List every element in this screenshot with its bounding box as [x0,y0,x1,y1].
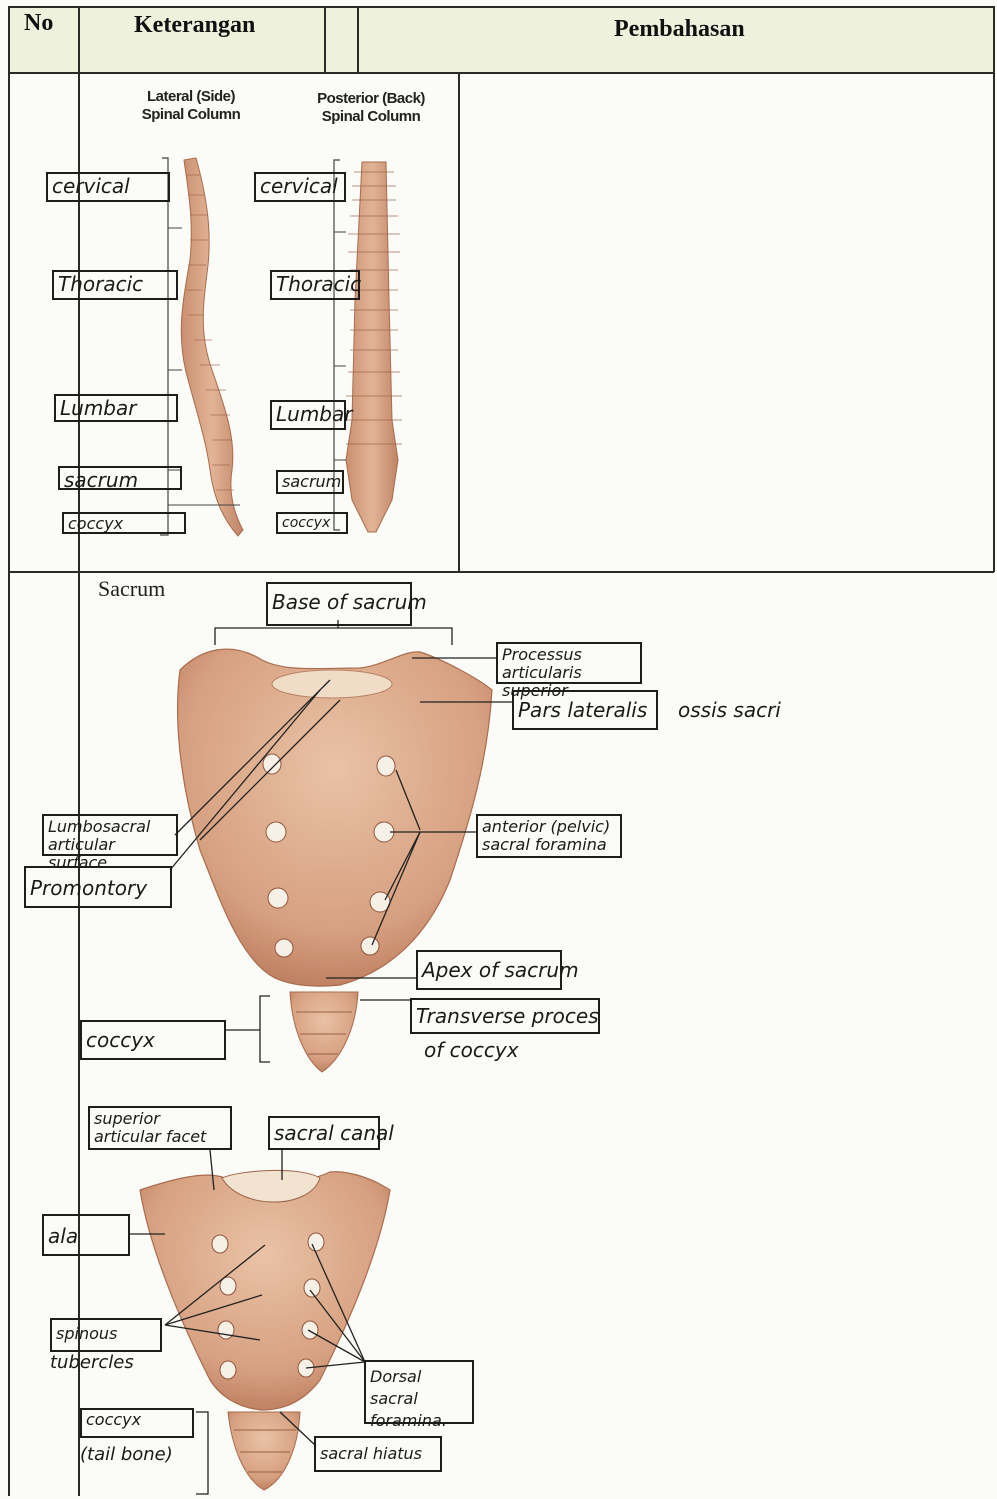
label-spinous: spinous [50,1318,162,1352]
label-posterior-sacrum: sacrum [276,470,344,494]
posterior-caption-text: Posterior (Back) Spinal Column [300,90,442,126]
label-sacral-hiatus: sacral hiatus [314,1436,442,1472]
posterior-caption: Posterior (Back) Spinal Column [300,90,442,126]
label-lateral-lumbar: Lumbar [54,394,178,422]
label-ala: ala [42,1214,130,1256]
label-lateral-sacrum: sacrum [58,466,182,490]
label-coccyx-posterior: coccyx [80,1408,194,1438]
label-posterior-thoracic: Thoracic [270,270,360,300]
label-sacral-canal: sacral canal [268,1116,380,1150]
label-superior-articular-facet: superior articular facet [88,1106,232,1150]
label-processus-articularis: Processus articularis superior [496,642,642,684]
label-lateral-cervical: cervical [46,172,170,202]
lateral-caption: Lateral (Side) Spinal Column [124,88,258,124]
label-posterior-cervical: cervical [254,172,346,202]
label-coccyx-anterior: coccyx [80,1020,226,1060]
section-title-sacrum: Sacrum [98,576,165,602]
posterior-spine-drawing [334,160,402,532]
label-tubercles: tubercles [50,1354,134,1372]
label-posterior-lumbar: Lumbar [270,400,346,430]
label-apex-of-sacrum: Apex of sacrum [416,950,562,990]
label-pars-lateralis: Pars lateralis [512,690,658,730]
label-ossis-sacri: ossis sacri [678,700,781,720]
label-tail-bone: (tail bone) [80,1446,173,1464]
label-base-of-sacrum: Base of sacrum [266,582,412,626]
label-lateral-coccyx: coccyx [62,512,186,534]
label-dorsal-sacral-foramina: Dorsal sacral foramina. [364,1360,474,1424]
label-of-coccyx: of coccyx [424,1040,519,1060]
label-anterior-sacral-foramina: anterior (pelvic) sacral foramina [476,814,622,858]
label-transverse-process: Transverse proces [410,998,600,1034]
label-promontory: Promontory [24,866,172,908]
lateral-caption-text: Lateral (Side) Spinal Column [124,88,258,124]
label-lumbosacral-surface: Lumbosacral articular surface [42,814,178,856]
label-lateral-thoracic: Thoracic [52,270,178,300]
label-posterior-coccyx: coccyx [276,512,348,534]
